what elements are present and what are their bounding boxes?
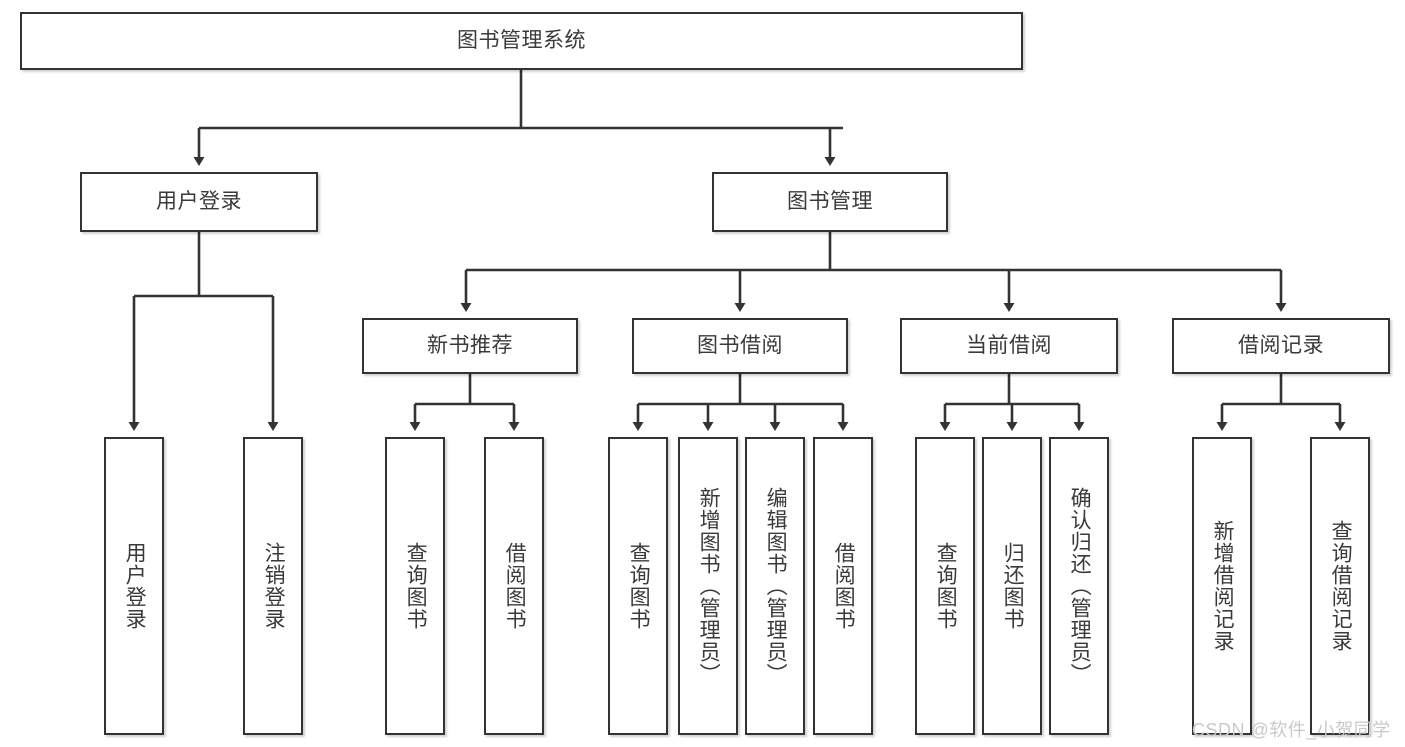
node-leaf-query-book-2[interactable]: 查询图书: [608, 437, 668, 735]
node-leaf-add-book[interactable]: 新增图书（管理员）: [678, 437, 738, 735]
node-leaf-confirm-return-label: 确认归还（管理员）: [1068, 487, 1092, 685]
node-leaf-add-record[interactable]: 新增借阅记录: [1192, 437, 1252, 735]
node-root-label: 图书管理系统: [457, 28, 586, 52]
node-leaf-query-book-3-label: 查询图书: [934, 542, 958, 630]
node-book-manage[interactable]: 图书管理: [712, 172, 948, 232]
node-leaf-query-book-1[interactable]: 查询图书: [385, 437, 445, 735]
node-leaf-borrow-book-1[interactable]: 借阅图书: [484, 437, 544, 735]
csdn-watermark: CSDN @软件_小贺同学: [1192, 720, 1391, 740]
node-leaf-return-book-label: 归还图书: [1001, 542, 1025, 630]
node-leaf-query-book-2-label: 查询图书: [627, 542, 651, 630]
node-borrow-record[interactable]: 借阅记录: [1172, 318, 1390, 374]
node-leaf-add-book-label: 新增图书（管理员）: [697, 487, 721, 685]
node-leaf-query-book-1-label: 查询图书: [404, 542, 428, 630]
node-book-manage-label: 图书管理: [787, 189, 873, 213]
node-leaf-query-record[interactable]: 查询借阅记录: [1310, 437, 1370, 735]
node-leaf-add-record-label: 新增借阅记录: [1211, 520, 1235, 652]
node-user-login[interactable]: 用户登录: [80, 172, 318, 232]
node-leaf-return-book[interactable]: 归还图书: [982, 437, 1042, 735]
node-leaf-user-login[interactable]: 用户登录: [104, 437, 164, 735]
node-leaf-query-book-3[interactable]: 查询图书: [915, 437, 975, 735]
node-new-book-recommend[interactable]: 新书推荐: [362, 318, 578, 374]
node-leaf-edit-book-label: 编辑图书（管理员）: [764, 487, 788, 685]
node-current-borrow-label: 当前借阅: [966, 333, 1052, 357]
node-leaf-borrow-book-1-label: 借阅图书: [503, 542, 527, 630]
node-user-login-label: 用户登录: [156, 189, 242, 213]
node-leaf-logout[interactable]: 注销登录: [243, 437, 303, 735]
node-leaf-query-record-label: 查询借阅记录: [1329, 520, 1353, 652]
node-leaf-user-login-label: 用户登录: [123, 542, 147, 630]
node-leaf-edit-book[interactable]: 编辑图书（管理员）: [745, 437, 805, 735]
node-leaf-logout-label: 注销登录: [262, 542, 286, 630]
node-new-book-recommend-label: 新书推荐: [427, 333, 513, 357]
node-root[interactable]: 图书管理系统: [20, 12, 1023, 70]
node-book-borrow[interactable]: 图书借阅: [632, 318, 848, 374]
node-borrow-record-label: 借阅记录: [1238, 333, 1324, 357]
node-leaf-borrow-book-2-label: 借阅图书: [832, 542, 856, 630]
node-leaf-confirm-return[interactable]: 确认归还（管理员）: [1049, 437, 1109, 735]
node-leaf-borrow-book-2[interactable]: 借阅图书: [813, 437, 873, 735]
node-book-borrow-label: 图书借阅: [697, 333, 783, 357]
node-current-borrow[interactable]: 当前借阅: [900, 318, 1118, 374]
